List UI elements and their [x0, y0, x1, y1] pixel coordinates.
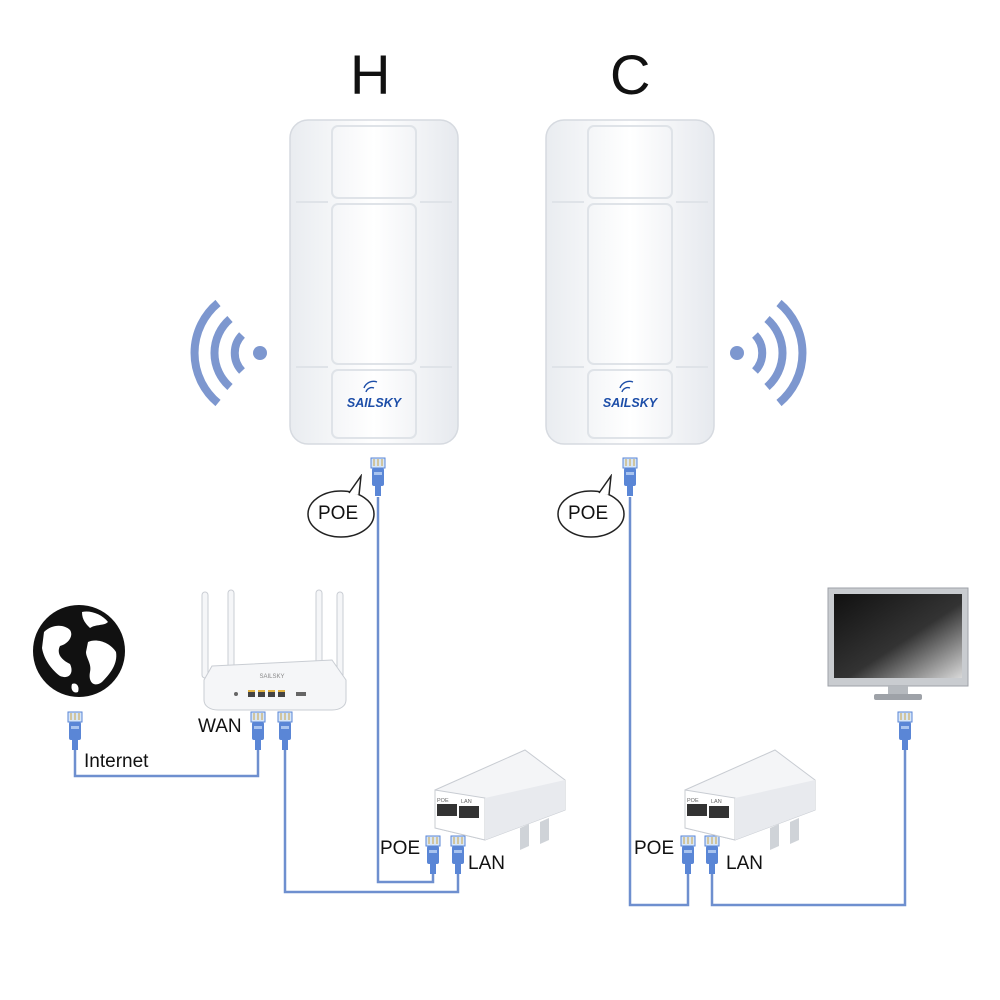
rj45-connector-icon [67, 711, 83, 751]
poe-label-left: POE [380, 838, 421, 859]
device-label-c: C [610, 43, 651, 106]
monitor-icon [826, 586, 972, 711]
cable-right-poe [628, 497, 690, 907]
router-icon: SAILSKY [192, 588, 352, 718]
rj45-connector-icon [370, 457, 386, 497]
port-label-poe: POE [687, 798, 699, 804]
port-label-poe: POE [437, 798, 449, 804]
lan-label-right: LAN [726, 853, 763, 874]
brand-logo-right: SAILSKY [603, 396, 659, 410]
globe-icon [30, 602, 128, 705]
svg-text:SAILSKY: SAILSKY [259, 674, 284, 680]
poe-label-right: POE [634, 838, 675, 859]
bubble-poe-right: POE [568, 503, 609, 524]
rj45-connector-icon [897, 711, 913, 751]
wifi-signal-icon [190, 295, 275, 415]
bubble-poe-left: POE [318, 503, 359, 524]
internet-label: Internet [84, 751, 149, 772]
speech-bubble-icon [553, 473, 633, 549]
poe-adapter-icon: POE LAN [425, 740, 575, 860]
port-label-lan: LAN [711, 799, 722, 805]
speech-bubble-icon [303, 473, 383, 549]
wifi-signal-icon [722, 295, 807, 415]
device-label-h: H [350, 43, 391, 106]
poe-adapter-icon: POE LAN [675, 740, 825, 860]
rj45-connector-icon [622, 457, 638, 497]
cpe-device-left: SAILSKY [288, 118, 460, 451]
cable-right-lan [710, 745, 907, 907]
cable-router-lan [283, 745, 460, 894]
wan-label: WAN [198, 716, 242, 737]
cpe-device-right: SAILSKY [544, 118, 716, 451]
lan-label-left: LAN [468, 853, 505, 874]
cable-internet [73, 745, 260, 778]
cable-left-poe [376, 497, 435, 884]
brand-logo-left: SAILSKY [347, 396, 403, 410]
port-label-lan: LAN [461, 799, 472, 805]
